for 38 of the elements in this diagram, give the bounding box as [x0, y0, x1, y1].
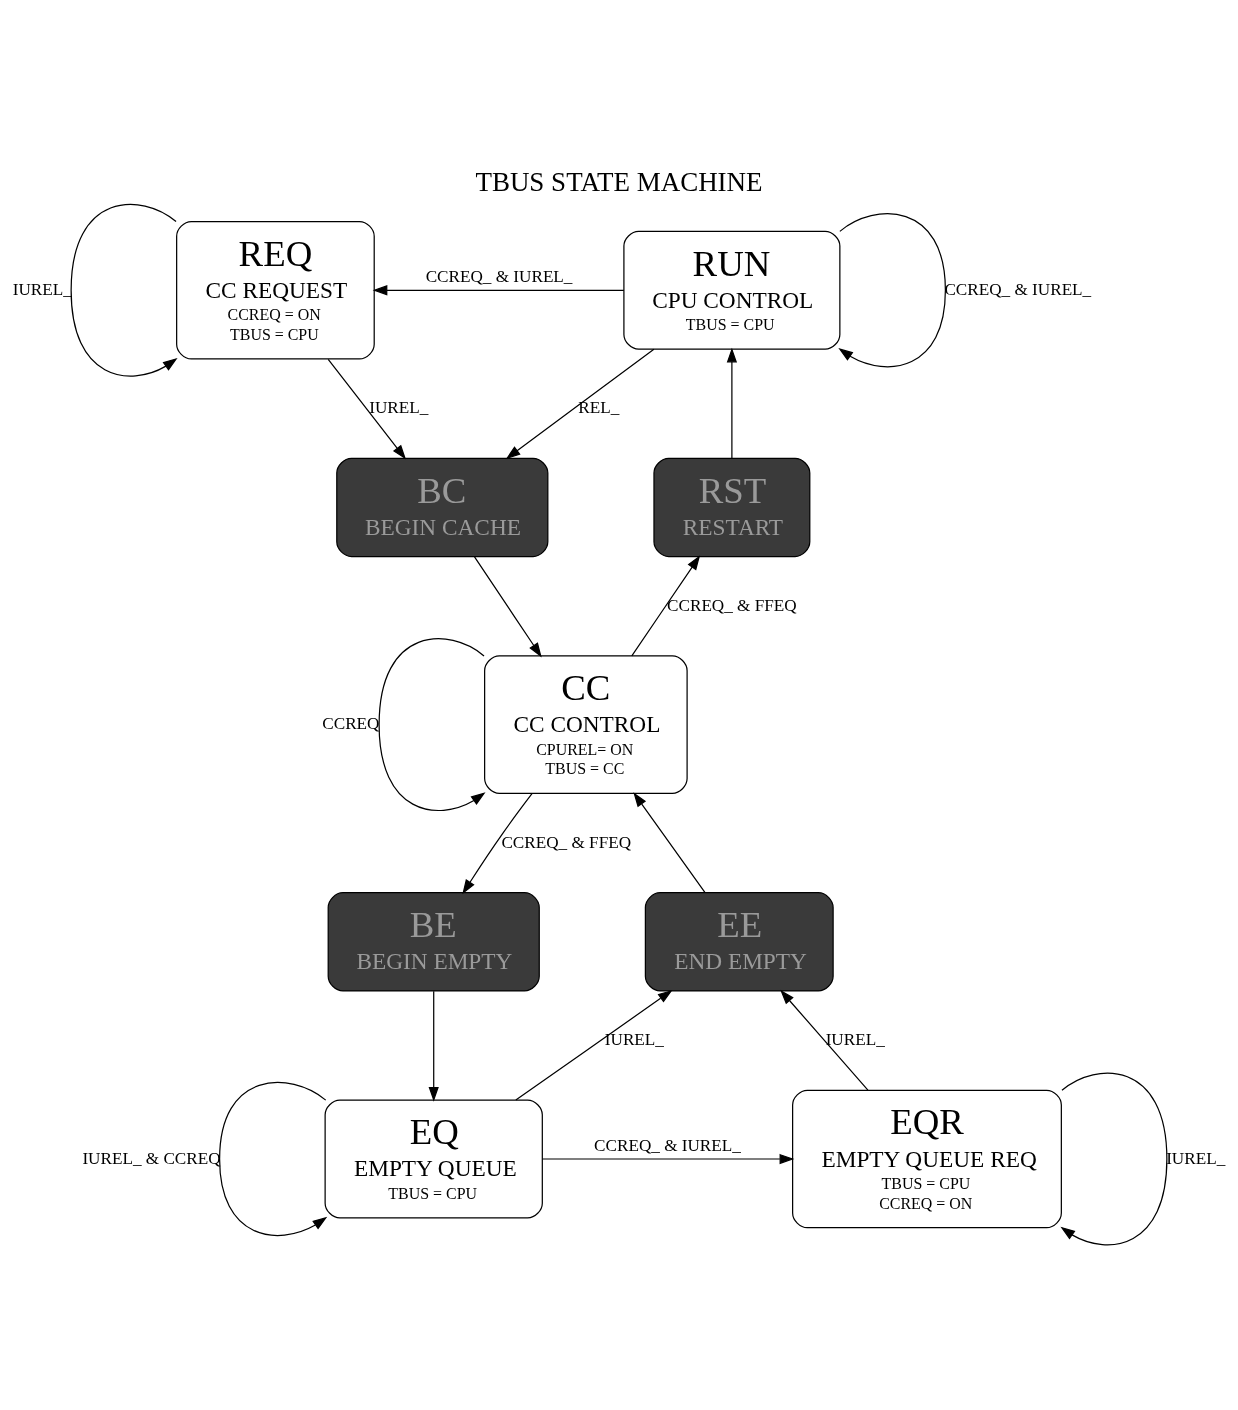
- arrow: [541, 1153, 795, 1165]
- arrow: [726, 347, 738, 459]
- node-box: RST RESTART: [653, 457, 811, 558]
- arrow: [780, 989, 869, 1091]
- edge-label: CCREQ_ & FFEQ: [667, 595, 797, 615]
- arrow: [1060, 1072, 1168, 1246]
- arrow: [505, 348, 655, 460]
- arrow: [372, 285, 625, 296]
- node-box: CC CC CONTROL CPUREL= ON TBUS = CC: [484, 655, 688, 794]
- arrow: [428, 990, 439, 1102]
- edge-label: REL_: [578, 398, 620, 418]
- arrow: [631, 555, 701, 657]
- edge-label: CCREQ_ & IUREL_: [594, 1135, 741, 1155]
- arrow: [838, 213, 946, 368]
- edge-label: IUREL_: [604, 1030, 664, 1050]
- node-box: RUN CPU CONTROL TBUS = CPU: [623, 230, 841, 350]
- node-box: EE END EMPTY: [644, 892, 834, 992]
- edge-label: IUREL_: [825, 1030, 885, 1050]
- diagram-title: TBUS STATE MACHINE: [475, 167, 763, 198]
- arrow: [473, 556, 542, 658]
- node-box: BE BEGIN EMPTY: [327, 892, 540, 992]
- arrow: [633, 792, 706, 894]
- edge-label: IUREL_: [12, 279, 72, 299]
- arrow: [219, 1082, 328, 1236]
- node-box: EQR EMPTY QUEUE REQ TBUS = CPU CCREQ = ON: [792, 1089, 1062, 1229]
- node-box: BC BEGIN CACHE: [336, 457, 549, 558]
- arrow: [462, 793, 533, 895]
- edge-label: IUREL_: [369, 398, 429, 418]
- edge-label: CCREQ: [322, 714, 380, 734]
- node-box: EQ EMPTY QUEUE TBUS = CPU: [324, 1099, 543, 1219]
- arrow: [327, 358, 407, 460]
- edge-label: IUREL_: [1166, 1148, 1226, 1168]
- arrow: [70, 203, 178, 377]
- edge-label: CCREQ_ & FFEQ: [501, 832, 632, 852]
- edge-label: CCREQ_ & IUREL_: [425, 266, 573, 286]
- arrow: [515, 989, 673, 1101]
- node-box: REQ CC REQUEST CCREQ = ON TBUS = CPU: [176, 220, 375, 360]
- arrow: [378, 638, 486, 811]
